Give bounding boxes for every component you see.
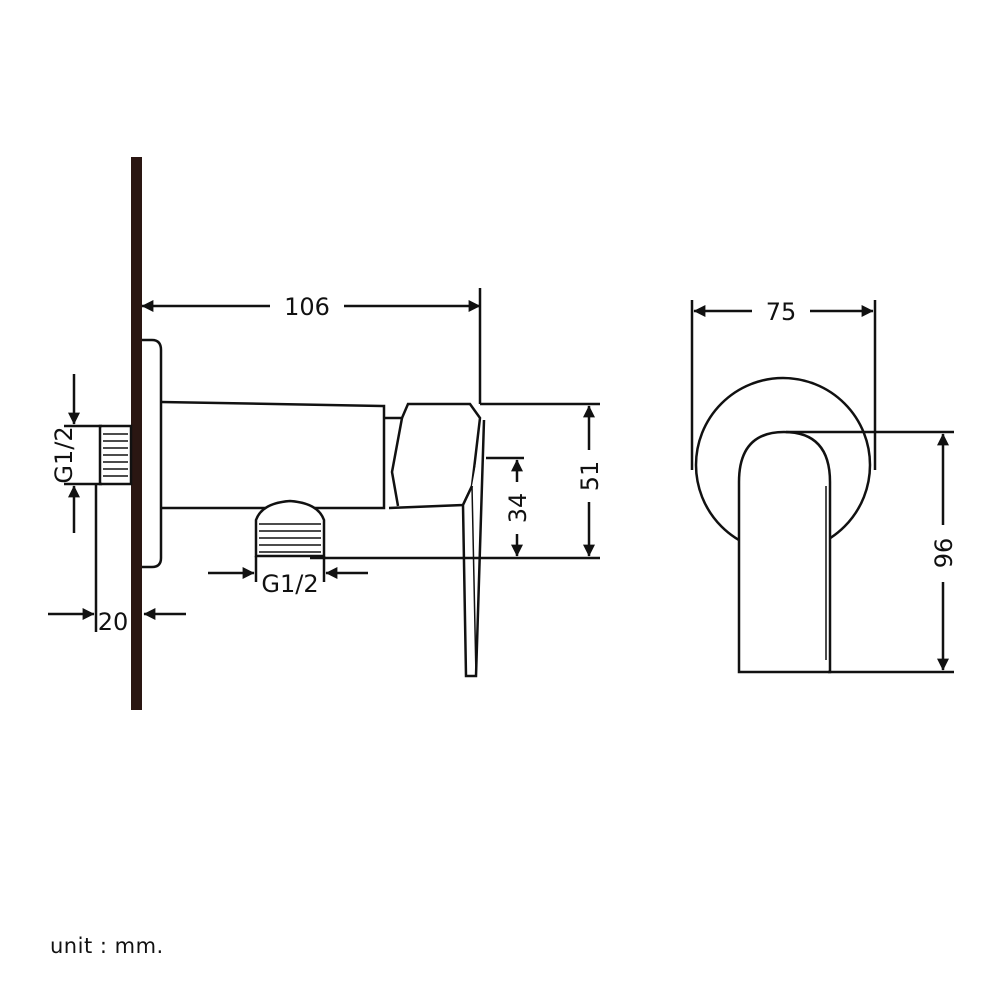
dim-label-96: 96 xyxy=(930,538,958,569)
side-view xyxy=(98,157,486,710)
dim-label-34: 34 xyxy=(504,493,532,524)
inlet-thread-lines xyxy=(103,433,128,477)
dimension-labels: 106 20 G1/2 G1/2 34 51 75 96 xyxy=(50,293,958,636)
wall-line xyxy=(131,157,142,710)
handle-front xyxy=(737,430,832,674)
unit-note: unit : mm. xyxy=(50,934,164,958)
dim-label-outlet-thread: G1/2 xyxy=(261,570,318,598)
dim-label-51: 51 xyxy=(576,461,604,492)
outlet-thread xyxy=(254,499,326,558)
handle-lever xyxy=(390,417,404,507)
wall-flange xyxy=(142,338,163,569)
dim-label-106: 106 xyxy=(284,293,330,321)
outlet-thread-lines xyxy=(259,523,321,553)
side-dimensions xyxy=(48,288,600,632)
lever-edge xyxy=(471,485,477,677)
valve-body xyxy=(160,400,386,510)
dim-label-20: 20 xyxy=(98,608,129,636)
handle-cap xyxy=(384,402,482,510)
dim-label-75: 75 xyxy=(766,298,797,326)
front-view xyxy=(694,376,872,674)
dim-label-inlet-thread: G1/2 xyxy=(50,426,78,483)
front-dimensions xyxy=(690,300,954,674)
